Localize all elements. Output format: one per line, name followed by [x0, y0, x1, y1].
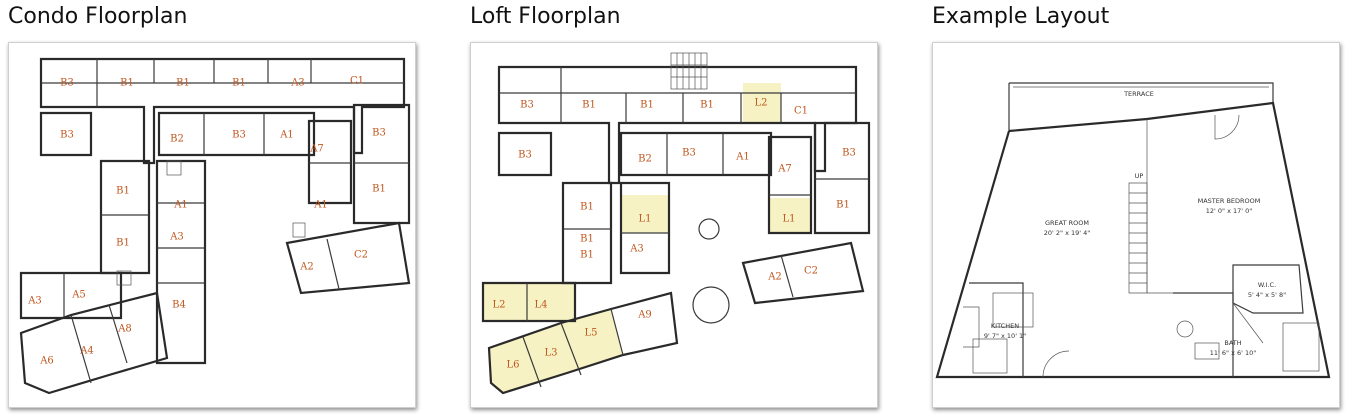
staircase	[1128, 182, 1148, 294]
terrace-label: TERRACE	[1123, 90, 1154, 98]
loft-unit-label: C1	[794, 106, 808, 117]
loft-unit-label: B3	[518, 150, 532, 161]
loft-floorplan-image[interactable]: B3 B1 B1 B1 L2 C1 B3 B2 B3 A1 A7 B3 B1 L…	[470, 42, 878, 408]
loft-unit-label: L1	[782, 214, 795, 225]
loft-highlight	[489, 309, 623, 393]
condo-unit-label: A3	[169, 232, 184, 243]
loft-unit-label: L2	[492, 300, 505, 311]
loft-unit-label: L5	[584, 328, 597, 339]
condo-unit-label: B3	[372, 128, 386, 139]
condo-unit-label: A3	[290, 78, 305, 89]
loft-unit-label: L1	[638, 214, 651, 225]
loft-unit-label: L3	[544, 348, 557, 359]
loft-unit-label: B2	[638, 154, 652, 165]
loft-unit-label: A7	[777, 164, 792, 175]
loft-unit-label: A9	[637, 310, 652, 321]
condo-unit-label: A2	[299, 262, 314, 273]
condo-unit-label: A1	[173, 200, 188, 211]
loft-unit-label: L2	[754, 98, 767, 109]
loft-unit-label: B1	[640, 100, 654, 111]
loft-floorplan-title: Loft Floorplan	[470, 4, 621, 29]
condo-unit-label: C1	[350, 76, 364, 87]
condo-unit-label: B1	[372, 184, 386, 195]
condo-unit-label: B3	[60, 130, 74, 141]
loft-unit-label: B3	[682, 148, 696, 159]
loft-unit-label: B1	[580, 202, 594, 213]
loft-highlight	[483, 283, 575, 321]
loft-unit-label: C2	[804, 266, 818, 277]
condo-unit-label: A6	[39, 356, 54, 367]
loft-unit-label: A3	[629, 244, 644, 255]
wic-label: W.I.C.	[1258, 281, 1276, 289]
condo-unit-label: A1	[313, 200, 328, 211]
bath-label: BATH	[1224, 339, 1241, 347]
loft-unit-label: B1	[836, 200, 850, 211]
condo-floorplan-image[interactable]: B3 B1 B1 B1 A3 C1 B3 B2 B3 A1 A7 B3 B1 A…	[8, 42, 416, 408]
condo-unit-label: A1	[279, 130, 294, 141]
condo-floorplan-drawing: B3 B1 B1 B1 A3 C1 B3 B2 B3 A1 A7 B3 B1 A…	[19, 57, 411, 395]
loft-unit-label: A2	[767, 272, 782, 283]
condo-unit-label: C2	[354, 250, 368, 261]
loft-highlight	[621, 195, 669, 233]
condo-unit-label: A8	[117, 324, 132, 335]
loft-floorplan-drawing: B3 B1 B1 B1 L2 C1 B3 B2 B3 A1 A7 B3 B1 L…	[481, 52, 871, 395]
loft-unit-label: A1	[735, 152, 750, 163]
loft-unit-label: B1	[580, 234, 594, 245]
loft-unit-label: L4	[534, 300, 547, 311]
great-room-size: 20' 2" x 19' 4"	[1044, 229, 1090, 237]
loft-unit-label: B1	[700, 100, 714, 111]
condo-unit-label: B1	[116, 238, 130, 249]
condo-unit-label: B2	[170, 134, 184, 145]
bath-size: 11' 6" x 6' 10"	[1210, 349, 1256, 357]
kitchen-size: 9' 7" x 10' 1"	[984, 332, 1026, 340]
loft-unit-label: B3	[520, 100, 534, 111]
wic-size: 5' 4" x 5' 8"	[1248, 291, 1286, 299]
condo-unit-label: B3	[232, 130, 246, 141]
condo-unit-label: A7	[309, 144, 324, 155]
condo-unit-label: B3	[60, 78, 74, 89]
stairs-up-label: UP	[1135, 172, 1144, 180]
condo-unit-label: B1	[232, 78, 246, 89]
condo-unit-label: B4	[172, 300, 186, 311]
loft-unit-label: B3	[842, 148, 856, 159]
loft-unit-label: B1	[582, 100, 596, 111]
kitchen-label: KITCHEN	[991, 322, 1019, 330]
loft-unit-label: L6	[506, 360, 519, 371]
master-bedroom-label: MASTER BEDROOM	[1198, 197, 1261, 205]
loft-highlight	[769, 198, 811, 234]
master-bedroom-size: 12' 0" x 17' 0"	[1206, 207, 1252, 215]
condo-unit-label: A5	[71, 290, 86, 301]
condo-unit-label: B1	[120, 78, 134, 89]
great-room-label: GREAT ROOM	[1045, 219, 1089, 227]
loft-highlight	[743, 83, 781, 123]
example-layout-image[interactable]: TERRACE UP MASTER BEDROOM 12' 0" x 17' 0…	[932, 42, 1340, 408]
example-layout-drawing: TERRACE UP MASTER BEDROOM 12' 0" x 17' 0…	[935, 82, 1331, 379]
loft-unit-label: B1	[580, 250, 594, 261]
condo-unit-label: B1	[176, 78, 190, 89]
condo-floorplan-title: Condo Floorplan	[8, 4, 188, 29]
condo-unit-label: A3	[27, 296, 42, 307]
example-layout-title: Example Layout	[932, 4, 1110, 29]
condo-unit-label: B1	[116, 186, 130, 197]
condo-unit-label: A4	[79, 346, 94, 357]
